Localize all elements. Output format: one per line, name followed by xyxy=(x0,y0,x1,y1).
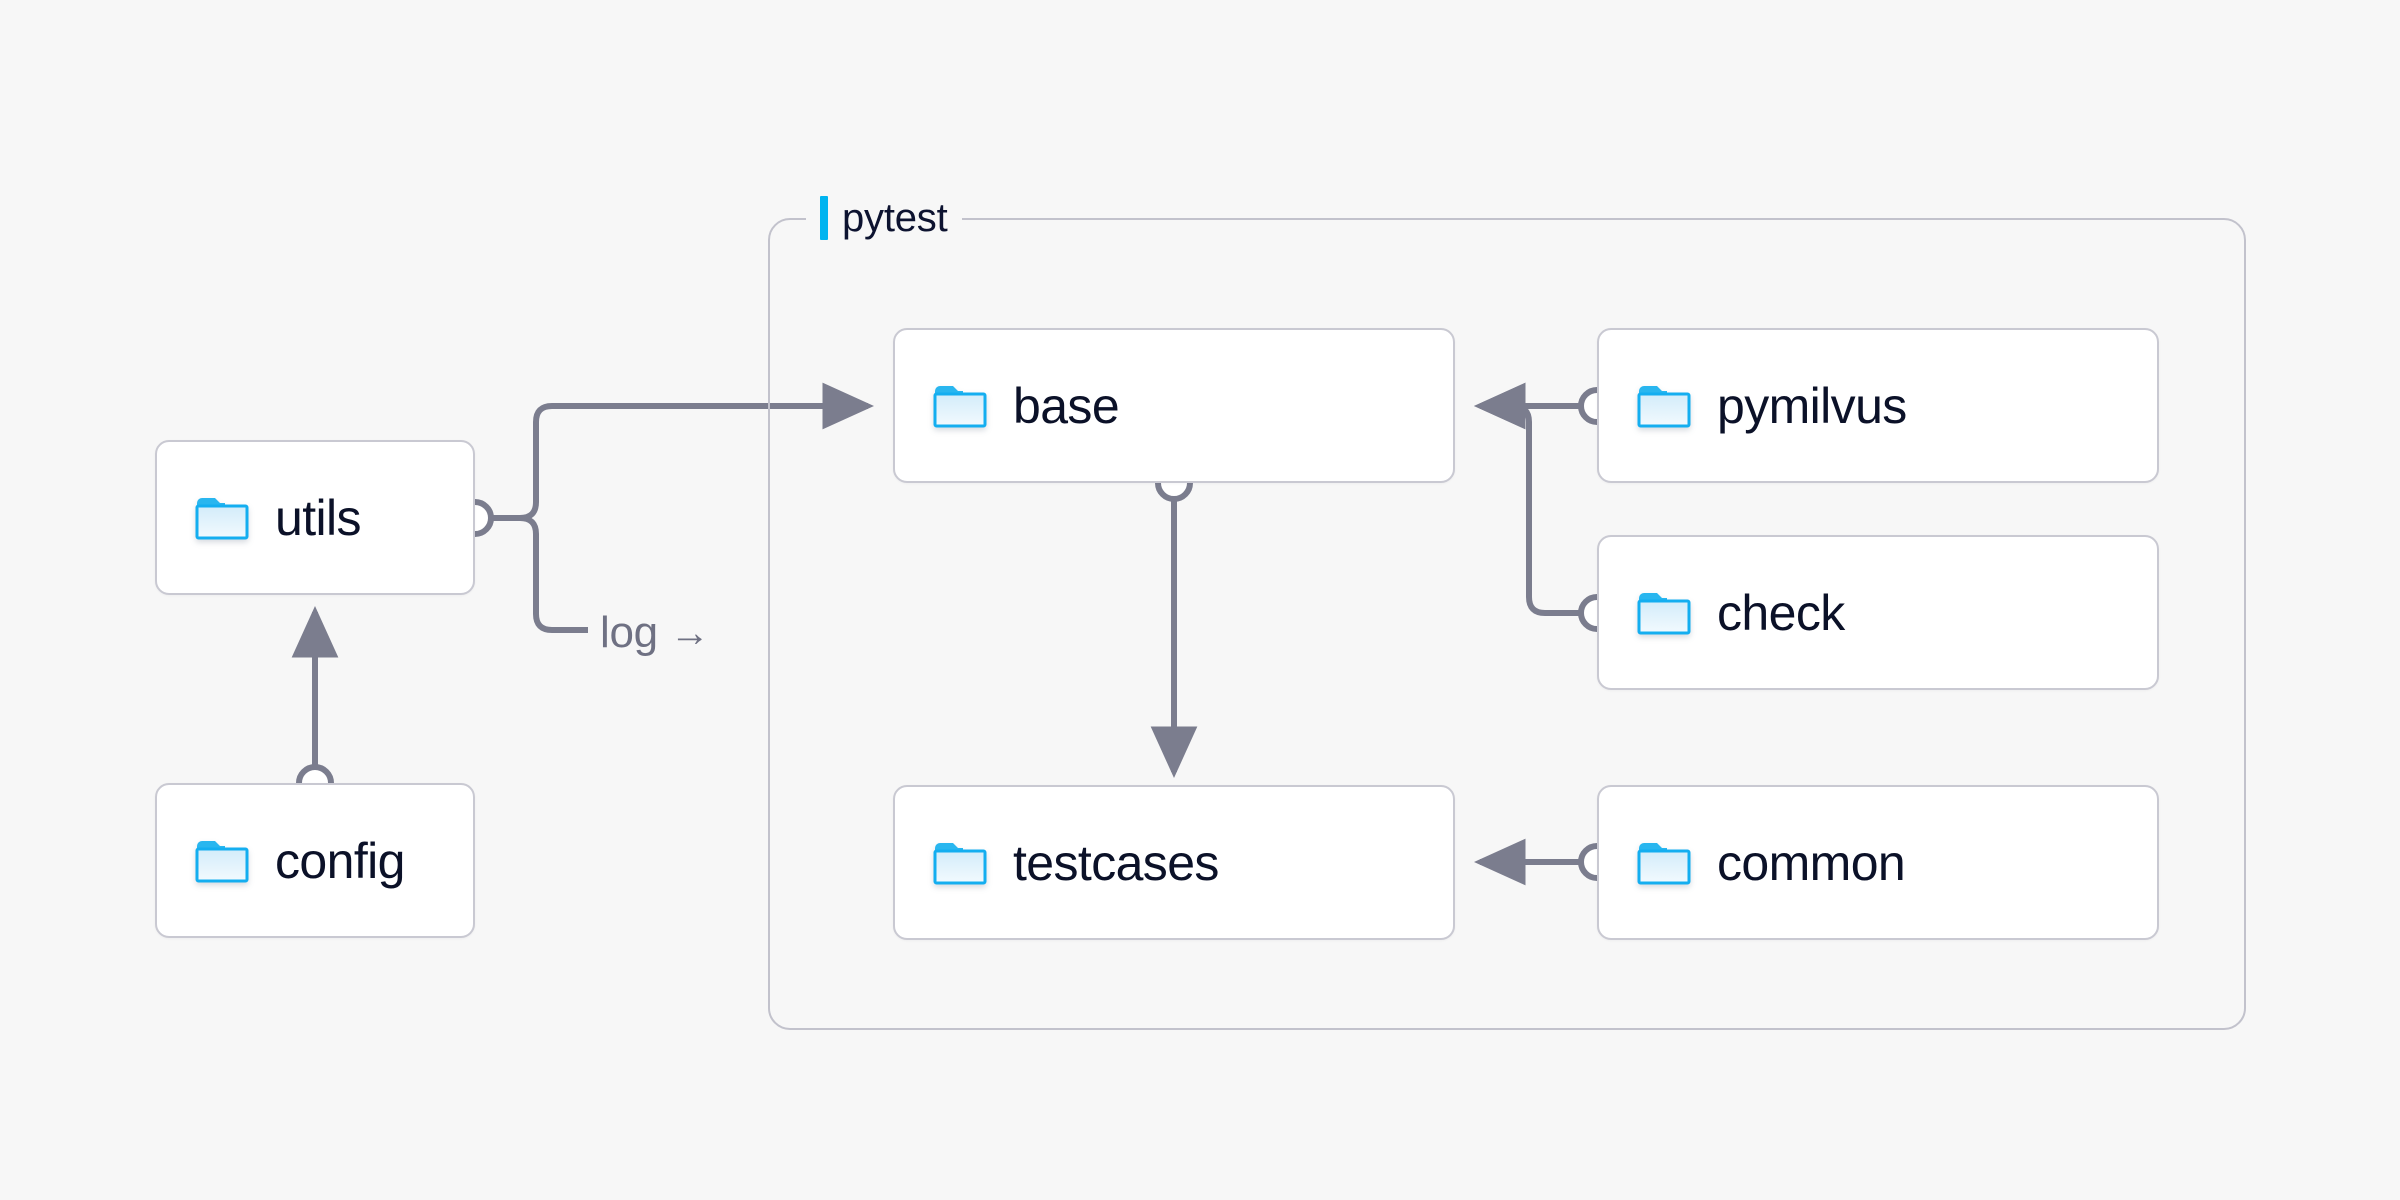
node-pymilvus[interactable]: pymilvus xyxy=(1597,328,2159,483)
pytest-group-container[interactable] xyxy=(768,218,2246,1030)
node-label: config xyxy=(275,832,405,889)
folder-icon xyxy=(195,839,249,883)
node-label: utils xyxy=(275,489,362,546)
edge-label-log: log → xyxy=(600,608,710,658)
node-label: check xyxy=(1717,584,1845,641)
folder-icon xyxy=(1637,591,1691,635)
folder-icon xyxy=(933,384,987,428)
node-config[interactable]: config xyxy=(155,783,475,938)
folder-icon xyxy=(1637,841,1691,885)
edge-label-text: log xyxy=(600,608,658,657)
node-label: pymilvus xyxy=(1717,377,1907,434)
node-check[interactable]: check xyxy=(1597,535,2159,690)
node-label: common xyxy=(1717,834,1906,891)
group-accent-bar xyxy=(820,196,828,240)
edge-utils-to-log xyxy=(490,515,588,633)
folder-icon xyxy=(933,841,987,885)
group-label-text: pytest xyxy=(842,195,948,240)
node-utils[interactable]: utils xyxy=(155,440,475,595)
node-testcases[interactable]: testcases xyxy=(893,785,1455,940)
pytest-group-label: pytest xyxy=(806,195,962,241)
folder-icon xyxy=(195,496,249,540)
node-base[interactable]: base xyxy=(893,328,1455,483)
node-common[interactable]: common xyxy=(1597,785,2159,940)
node-label: testcases xyxy=(1013,834,1219,891)
arrow-right-icon: → xyxy=(669,611,710,655)
folder-icon xyxy=(1637,384,1691,428)
node-label: base xyxy=(1013,377,1120,434)
